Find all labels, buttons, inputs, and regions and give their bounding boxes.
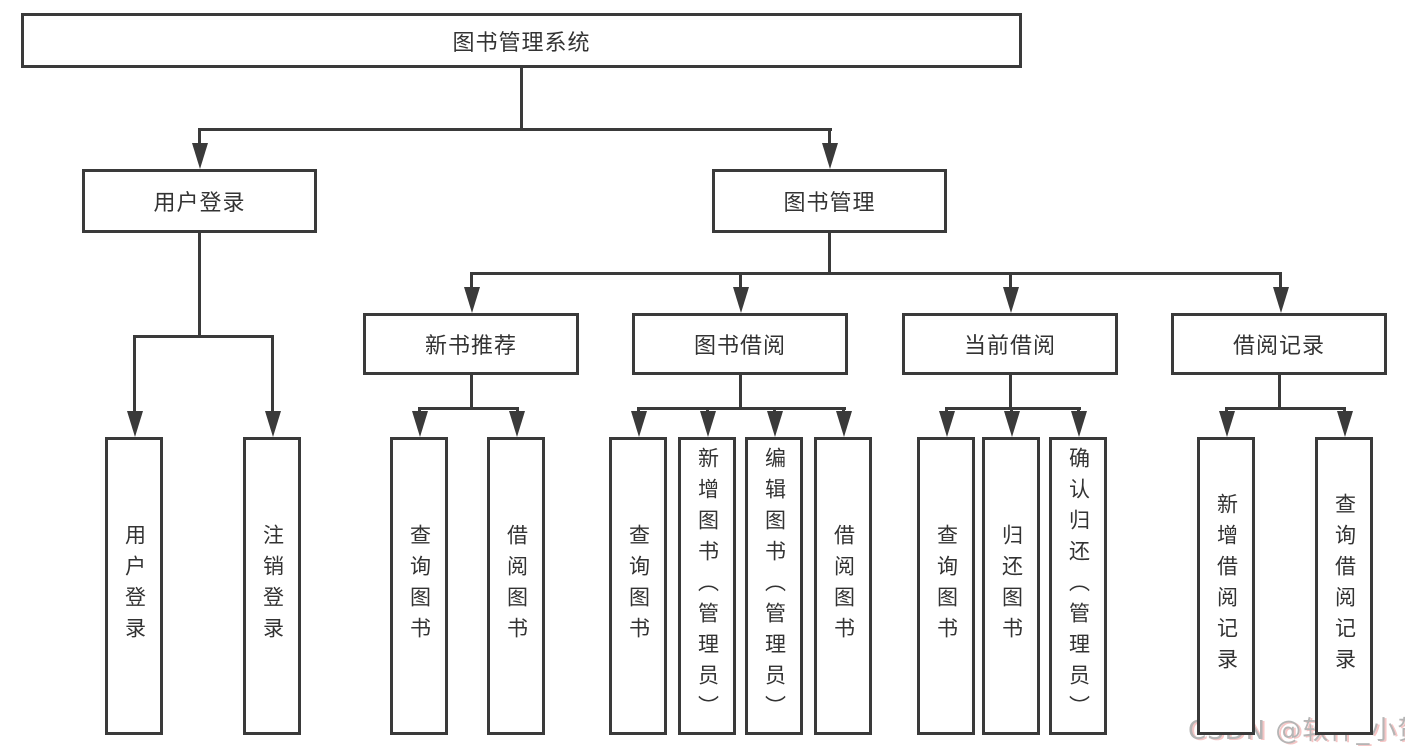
arrow-down-icon (411, 411, 428, 437)
node-cb-query: 查询图书 (917, 437, 975, 735)
connector-line (198, 233, 201, 337)
node-book-borrow: 图书借阅 (632, 313, 848, 375)
node-bb-add: 新增图书（管理员） (678, 437, 736, 735)
connector-line (828, 128, 831, 146)
connector-line (1278, 375, 1281, 409)
arrow-down-icon (1218, 411, 1235, 437)
node-bb-borrow: 借阅图书 (814, 437, 872, 735)
connector-line (133, 335, 136, 415)
connector-line (198, 128, 832, 131)
node-label: 图书管理 (783, 191, 876, 216)
node-book-mgmt: 图书管理 (712, 169, 947, 233)
node-root: 图书管理系统 (21, 13, 1022, 68)
connector-line (470, 375, 473, 409)
node-label: 借阅图书 (831, 524, 856, 648)
node-label: 新增图书（管理员） (695, 446, 720, 726)
connector-line (133, 335, 274, 338)
node-label: 查询图书 (934, 524, 959, 648)
node-label: 编辑图书（管理员） (762, 446, 787, 726)
connector-line (520, 68, 523, 130)
node-label: 借阅记录 (1232, 334, 1325, 359)
node-nb-query: 查询图书 (390, 437, 448, 735)
connector-line (271, 335, 274, 415)
node-label: 当前借阅 (963, 334, 1056, 359)
arrow-down-icon (1336, 411, 1353, 437)
arrow-down-icon (126, 411, 143, 437)
arrow-down-icon (508, 411, 525, 437)
node-cb-confirm: 确认归还（管理员） (1049, 437, 1107, 735)
node-current-borrow: 当前借阅 (902, 313, 1118, 375)
connector-line (637, 407, 846, 410)
arrow-down-icon (1003, 411, 1020, 437)
connector-line (418, 407, 519, 410)
arrow-down-icon (1272, 287, 1289, 313)
connector-line (1279, 272, 1282, 290)
connector-line (1225, 407, 1346, 410)
node-label: 图书管理系统 (452, 30, 591, 56)
node-label: 注销登录 (260, 524, 285, 648)
node-login: 用户登录 (105, 437, 163, 735)
connector-line (1009, 272, 1012, 290)
node-label: 新增借阅记录 (1214, 493, 1239, 679)
arrow-down-icon (766, 411, 783, 437)
connector-line (739, 375, 742, 409)
node-user-login: 用户登录 (82, 169, 317, 233)
node-label: 确认归还（管理员） (1066, 446, 1091, 726)
arrow-down-icon (1002, 287, 1019, 313)
node-label: 查询图书 (407, 524, 432, 648)
node-bb-edit: 编辑图书（管理员） (745, 437, 803, 735)
arrow-down-icon (699, 411, 716, 437)
connector-line (198, 128, 201, 146)
arrow-down-icon (835, 411, 852, 437)
arrow-down-icon (1070, 411, 1087, 437)
arrow-down-icon (630, 411, 647, 437)
connector-line (828, 233, 831, 274)
node-borrow-record: 借阅记录 (1171, 313, 1387, 375)
arrow-down-icon (821, 143, 838, 169)
node-label: 查询图书 (626, 524, 651, 648)
node-label: 归还图书 (999, 524, 1024, 648)
node-cb-return: 归还图书 (982, 437, 1040, 735)
node-label: 图书借阅 (693, 334, 786, 359)
node-label: 用户登录 (122, 524, 147, 648)
connector-line (470, 272, 1282, 275)
node-label: 借阅图书 (504, 524, 529, 648)
node-label: 新书推荐 (424, 334, 517, 359)
arrow-down-icon (264, 411, 281, 437)
node-label: 查询借阅记录 (1332, 493, 1357, 679)
connector-line (739, 272, 742, 290)
connector-line (470, 272, 473, 290)
node-label: 用户登录 (153, 191, 246, 216)
node-br-query: 查询借阅记录 (1315, 437, 1373, 735)
node-nb-borrow: 借阅图书 (487, 437, 545, 735)
connector-line (945, 407, 1081, 410)
arrow-down-icon (463, 287, 480, 313)
arrow-down-icon (732, 287, 749, 313)
node-new-book: 新书推荐 (363, 313, 579, 375)
connector-line (1009, 375, 1012, 409)
node-br-add: 新增借阅记录 (1197, 437, 1255, 735)
node-bb-query: 查询图书 (609, 437, 667, 735)
arrow-down-icon (938, 411, 955, 437)
node-logout: 注销登录 (243, 437, 301, 735)
arrow-down-icon (191, 143, 208, 169)
